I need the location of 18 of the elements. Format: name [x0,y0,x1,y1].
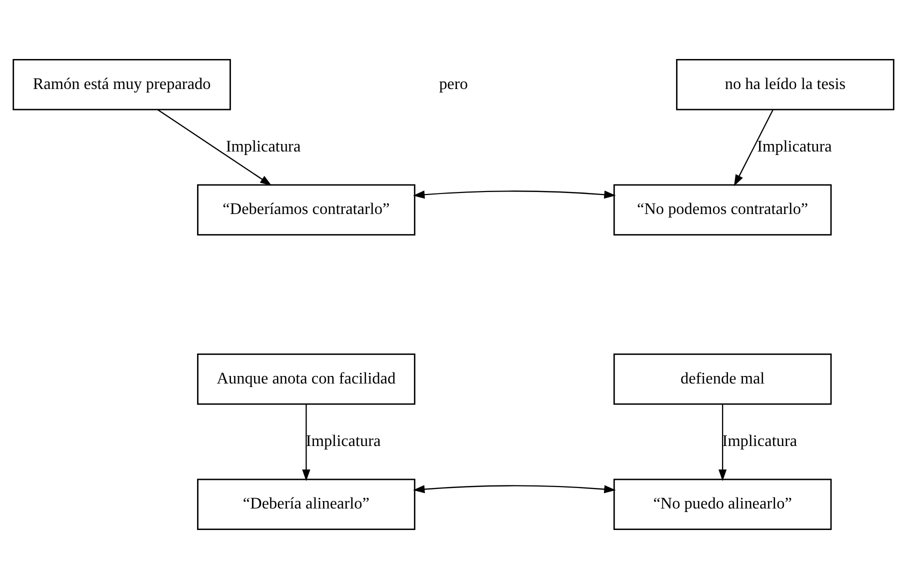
label: pero [439,74,468,92]
node-box: Aunque anota con facilidad [197,353,416,404]
arrow [734,108,774,186]
node-box: “No podemos contratarlo” [613,184,832,235]
arrow [413,190,616,198]
arrow [718,404,727,481]
edge-label: Implicatura [226,136,301,155]
edge-label: Implicatura [757,136,832,155]
edge-label: Implicatura [722,432,798,450]
arrow [302,404,310,481]
node-box: “No puedo alinearlo” [613,478,832,530]
node-box: no ha leído la tesis [676,58,894,110]
arrow [413,484,616,493]
node-box: Ramón está muy preparado [12,58,231,110]
node-box: defiende mal [613,353,832,404]
node-box: “Debería alinearlo” [197,478,416,530]
arrow [157,108,272,186]
node-box: “Deberíamos contratarlo” [197,184,416,235]
